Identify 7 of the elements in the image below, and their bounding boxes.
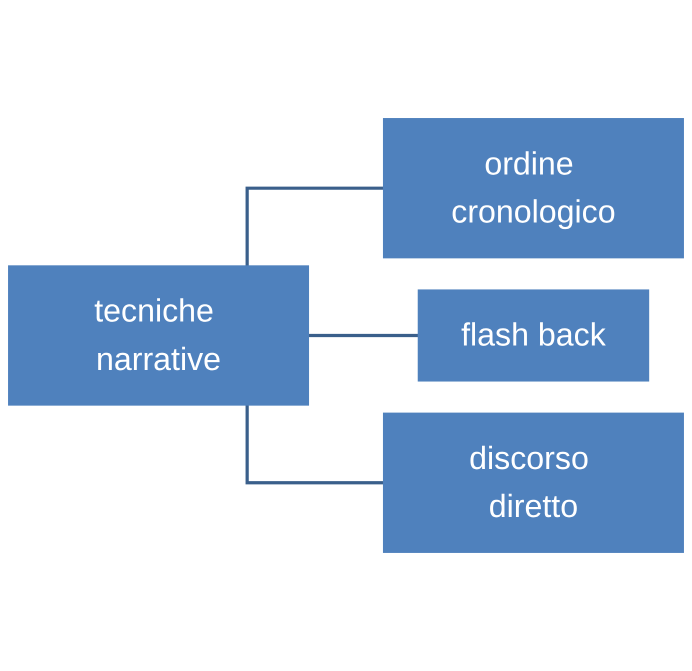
node-box: flash back: [418, 289, 650, 382]
connector: [246, 186, 384, 266]
node-box: ordine cronologico: [382, 118, 684, 258]
node-box: tecniche narrative: [8, 265, 310, 406]
connector: [246, 405, 384, 484]
connector: [306, 334, 418, 338]
node-box: discorso diretto: [382, 412, 684, 553]
